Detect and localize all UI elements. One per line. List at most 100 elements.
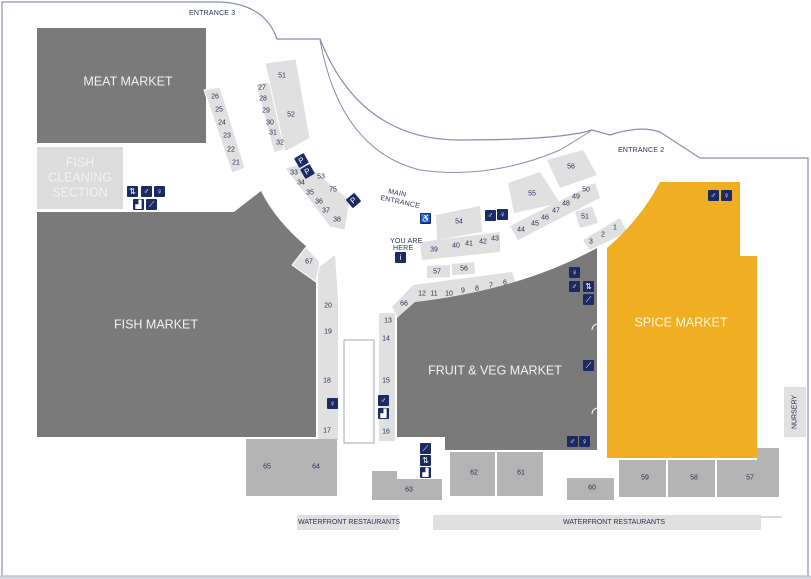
stall-36[interactable]: 36 xyxy=(315,198,323,206)
stall-10[interactable]: 10 xyxy=(445,290,453,298)
stall-9[interactable]: 9 xyxy=(461,287,465,295)
nursery-label: NURSERY xyxy=(791,394,799,430)
stall-29[interactable]: 29 xyxy=(262,107,270,115)
stall-15[interactable]: 15 xyxy=(382,377,390,385)
unit-60[interactable]: 60 xyxy=(588,484,596,492)
unit-57[interactable]: 57 xyxy=(746,474,754,482)
stall-6[interactable]: 6 xyxy=(503,279,507,287)
unit-65[interactable]: 65 xyxy=(263,463,271,471)
stall-17[interactable]: 17 xyxy=(323,427,331,435)
stall-44[interactable]: 44 xyxy=(517,226,525,234)
toilet-female-icon: ♀ xyxy=(579,436,590,447)
stall-18[interactable]: 18 xyxy=(323,377,331,385)
accessible-icon: ♿ xyxy=(420,213,431,224)
stall-33[interactable]: 33 xyxy=(290,169,298,177)
stairs-icon: ▟ xyxy=(420,467,431,478)
stairs-icon: ▟ xyxy=(378,408,389,419)
stall-46[interactable]: 46 xyxy=(541,214,549,222)
stall-34[interactable]: 34 xyxy=(297,179,305,187)
stall-14[interactable]: 14 xyxy=(382,335,390,343)
stall-41[interactable]: 41 xyxy=(465,240,473,248)
escalator-icon: ⟋ xyxy=(583,360,594,371)
stall-7[interactable]: 7 xyxy=(489,282,493,290)
stall-19[interactable]: 19 xyxy=(324,328,332,336)
unit-62[interactable]: 62 xyxy=(470,469,478,477)
toilet-male-icon: ♂ xyxy=(708,190,719,201)
stall-55[interactable]: 55 xyxy=(528,190,536,198)
toilet-female-icon: ♀ xyxy=(154,186,165,197)
stall-51[interactable]: 51 xyxy=(278,72,286,80)
stall-57b[interactable]: 57 xyxy=(433,268,441,276)
stall-3[interactable]: 3 xyxy=(589,238,593,246)
stall-27[interactable]: 27 xyxy=(258,84,266,92)
stall-20[interactable]: 20 xyxy=(324,302,332,310)
toilet-female-icon: ♀ xyxy=(721,190,732,201)
stall-49[interactable]: 49 xyxy=(572,193,580,201)
you-are-here-1: YOU ARE xyxy=(390,238,423,245)
stall-51b[interactable]: 51 xyxy=(581,213,589,221)
stall-12[interactable]: 12 xyxy=(418,290,426,298)
stall-47[interactable]: 47 xyxy=(552,207,560,215)
fish-cleaning-label-3: SECTION xyxy=(52,185,108,200)
stall-2[interactable]: 2 xyxy=(601,231,605,239)
stall-75[interactable]: 75 xyxy=(329,186,337,194)
nursery[interactable] xyxy=(784,387,806,437)
escalator-icon: ⟋ xyxy=(420,443,431,454)
stall-23[interactable]: 23 xyxy=(223,132,231,140)
stall-66[interactable]: 66 xyxy=(400,300,408,308)
unit-63[interactable]: 63 xyxy=(405,486,413,494)
spice-market[interactable] xyxy=(607,182,757,458)
stall-56b[interactable]: 56 xyxy=(460,265,468,273)
stall-22[interactable]: 22 xyxy=(227,146,235,154)
unit-64[interactable]: 64 xyxy=(312,463,320,471)
stall-37[interactable]: 37 xyxy=(322,207,330,215)
stall-30[interactable]: 30 xyxy=(266,119,274,127)
stall-25[interactable]: 25 xyxy=(215,106,223,114)
stall-21[interactable]: 21 xyxy=(232,159,240,167)
stall-8[interactable]: 8 xyxy=(475,285,479,293)
stall-31[interactable]: 31 xyxy=(269,129,277,137)
stall-16[interactable]: 16 xyxy=(382,428,390,436)
fish-market[interactable] xyxy=(37,191,316,437)
meat-market[interactable] xyxy=(37,28,206,143)
stall-38[interactable]: 38 xyxy=(333,216,341,224)
stall-45[interactable]: 45 xyxy=(531,220,539,228)
toilet-male-icon: ♂ xyxy=(569,281,580,292)
stall-11[interactable]: 11 xyxy=(430,290,438,298)
fruit-veg-market[interactable] xyxy=(397,248,597,450)
stall-13[interactable]: 13 xyxy=(384,317,392,325)
lift-icon: ⇅ xyxy=(420,455,431,466)
stall-42[interactable]: 42 xyxy=(479,238,487,246)
unit-59[interactable]: 59 xyxy=(641,474,649,482)
stall-35[interactable]: 35 xyxy=(306,189,314,197)
fruit-veg-market-label: FRUIT & VEG MARKET xyxy=(428,363,562,378)
fish-cleaning-label-1: FISH xyxy=(65,155,95,170)
stall-53[interactable]: 53 xyxy=(317,173,325,181)
stall-32[interactable]: 32 xyxy=(276,139,284,147)
stall-54[interactable]: 54 xyxy=(455,218,463,226)
stall-43[interactable]: 43 xyxy=(491,235,499,243)
toilet-female-icon: ♀ xyxy=(569,267,580,278)
stall-48[interactable]: 48 xyxy=(562,200,570,208)
stall-50[interactable]: 50 xyxy=(582,186,590,194)
info-icon[interactable]: i xyxy=(395,252,406,263)
lift-icon: ⇅ xyxy=(127,186,138,197)
stall-67[interactable]: 67 xyxy=(305,258,313,266)
unit-58[interactable]: 58 xyxy=(690,474,698,482)
toilet-male-icon: ♂ xyxy=(567,436,578,447)
unit-61[interactable]: 61 xyxy=(517,469,525,477)
escalator-icon: ⟋ xyxy=(583,294,594,305)
toilet-male-icon: ♂ xyxy=(485,210,496,221)
waterfront-restaurants-right: WATERFRONT RESTAURANTS xyxy=(563,519,666,526)
stall-56[interactable]: 56 xyxy=(567,163,575,171)
stall-1[interactable]: 1 xyxy=(613,224,617,232)
stall-28[interactable]: 28 xyxy=(259,95,267,103)
stall-24[interactable]: 24 xyxy=(218,119,226,127)
stall-39[interactable]: 39 xyxy=(430,246,438,254)
stall-26[interactable]: 26 xyxy=(211,93,219,101)
toilet-female-icon: ♀ xyxy=(327,398,338,409)
fish-cleaning-section[interactable] xyxy=(37,147,123,209)
stall-52[interactable]: 52 xyxy=(287,111,295,119)
stall-40[interactable]: 40 xyxy=(452,242,460,250)
